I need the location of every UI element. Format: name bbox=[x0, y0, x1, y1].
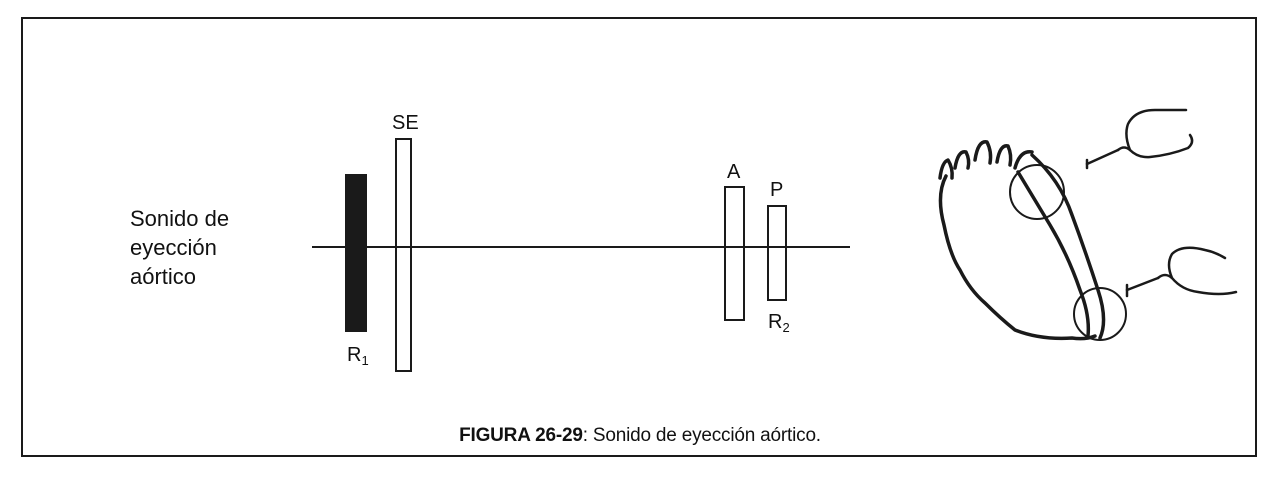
r2-marker-label: R2 bbox=[768, 312, 790, 338]
figure-caption: FIGURA 26-29: Sonido de eyección aórtico… bbox=[0, 425, 1280, 447]
se-marker-label: SE bbox=[392, 112, 419, 134]
aortic-component-bar bbox=[724, 186, 745, 321]
ejection-sound-bar bbox=[395, 138, 412, 372]
label-line: aórtico bbox=[130, 264, 197, 289]
a-marker-label: A bbox=[727, 161, 741, 183]
pulmonic-auscultation-circle bbox=[1073, 287, 1127, 341]
p-marker-label: P bbox=[770, 179, 784, 201]
r1-subscript: 1 bbox=[361, 353, 369, 368]
figure-frame bbox=[21, 17, 1257, 457]
label-line: Sonido de bbox=[130, 206, 230, 231]
aortic-auscultation-circle bbox=[1009, 164, 1065, 220]
caption-text: : Sonido de eyección aórtico. bbox=[582, 425, 821, 446]
r1-main: R bbox=[347, 344, 362, 366]
stethoscope-icon bbox=[1125, 246, 1238, 298]
label-line: eyección bbox=[130, 235, 217, 260]
r2-subscript: 2 bbox=[782, 320, 790, 335]
r2-main: R bbox=[768, 311, 783, 333]
heart-outline-icon bbox=[938, 140, 1106, 341]
first-heart-sound-bar bbox=[345, 174, 367, 332]
pulmonic-component-bar bbox=[767, 205, 787, 301]
stethoscope-icon bbox=[1085, 108, 1194, 170]
sound-type-label: Sonido de eyección aórtico bbox=[130, 204, 229, 291]
r1-marker-label: R1 bbox=[347, 345, 369, 371]
figure-number: FIGURA 26-29 bbox=[459, 425, 583, 446]
